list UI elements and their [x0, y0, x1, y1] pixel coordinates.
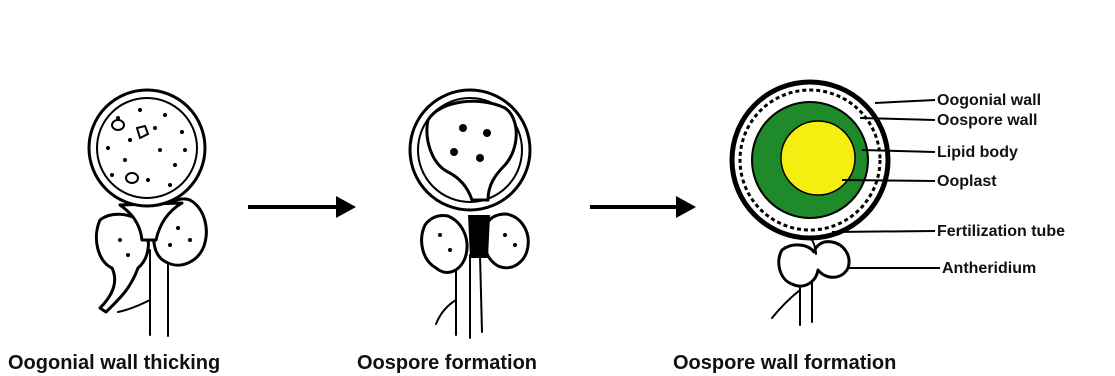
stage-1-caption: Oogonial wall thicking	[8, 352, 220, 374]
arrow-1	[248, 196, 356, 218]
label-oospore-wall: Oospore wall	[937, 112, 1037, 129]
label-fertilization-tube: Fertilization tube	[937, 223, 1065, 240]
label-oogonial-wall: Oogonial wall	[937, 92, 1041, 109]
arrow-2	[590, 196, 696, 218]
label-lipid-body: Lipid body	[937, 144, 1018, 161]
stage-3-caption: Oospore wall formation	[673, 352, 896, 374]
stage-2-caption: Oospore formation	[357, 352, 537, 374]
stage-3-oospore-wall-formation: Oogonial wall Oospore wall Lipid body Oo…	[673, 82, 1065, 374]
stage-2-antheridium-right	[484, 214, 528, 268]
stage-2-oospore-formation: Oospore formation	[357, 90, 537, 374]
stage-3-antheridium	[779, 242, 849, 286]
label-antheridium: Antheridium	[942, 260, 1036, 277]
label-ooplast: Ooplast	[937, 173, 997, 190]
stage-3-ooplast	[781, 121, 855, 195]
stage-1-oogonial-wall-thicking: Oogonial wall thicking	[8, 90, 220, 374]
stage-2-antheridium-left	[422, 215, 467, 272]
stage-2-fertilization-tube	[468, 215, 490, 258]
